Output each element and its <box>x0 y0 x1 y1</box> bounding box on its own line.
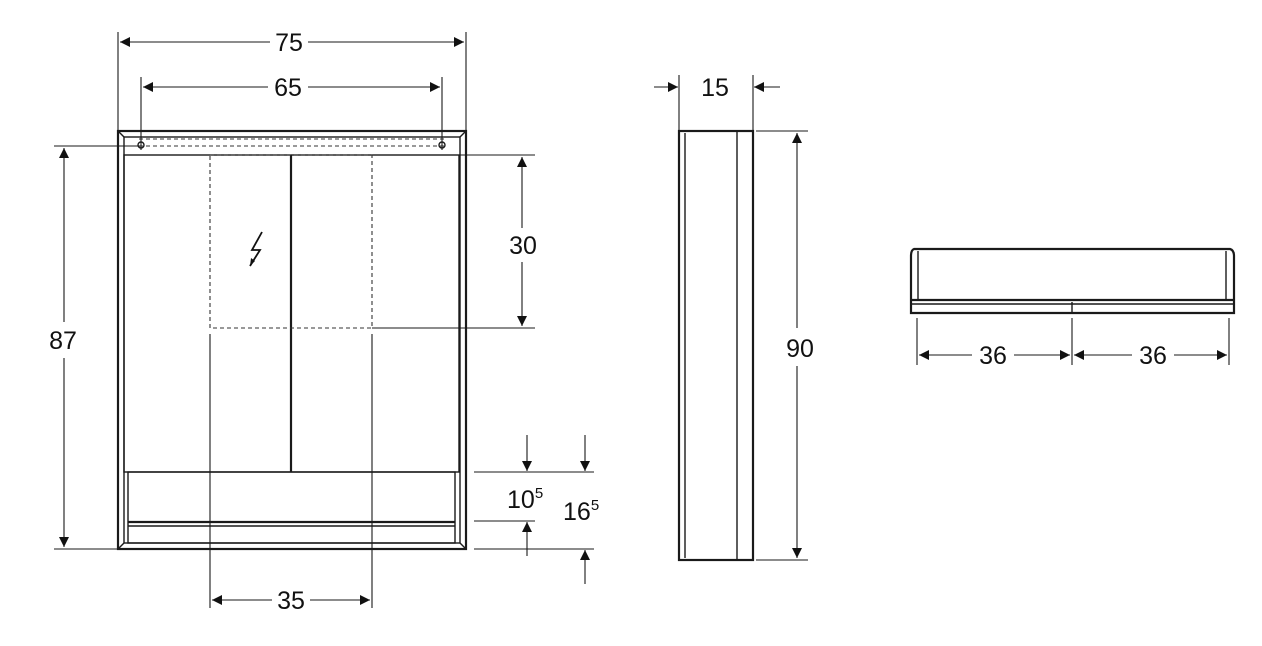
socket-area <box>209 154 373 329</box>
dim-socket-30: 30 <box>509 232 537 260</box>
top-view: 36 36 <box>909 247 1236 370</box>
dim-half-right-36: 36 <box>1139 342 1167 370</box>
side-view: 15 90 <box>654 74 814 562</box>
front-dimensions: 75 65 87 30 105 165 35 <box>49 29 599 615</box>
dim-half-left-36: 36 <box>979 342 1007 370</box>
dim-width-75: 75 <box>275 29 303 57</box>
front-view <box>116 129 468 551</box>
lightning-bolt-icon <box>249 231 263 267</box>
dim-height-90: 90 <box>786 335 814 363</box>
dim-shelf-10-5: 105 <box>507 485 543 514</box>
dim-socket-35: 35 <box>277 587 305 615</box>
dim-height-87: 87 <box>49 327 77 355</box>
dim-width-65: 65 <box>274 74 302 102</box>
dim-depth-15: 15 <box>701 74 729 102</box>
dim-shelf-16-5: 165 <box>563 497 599 526</box>
